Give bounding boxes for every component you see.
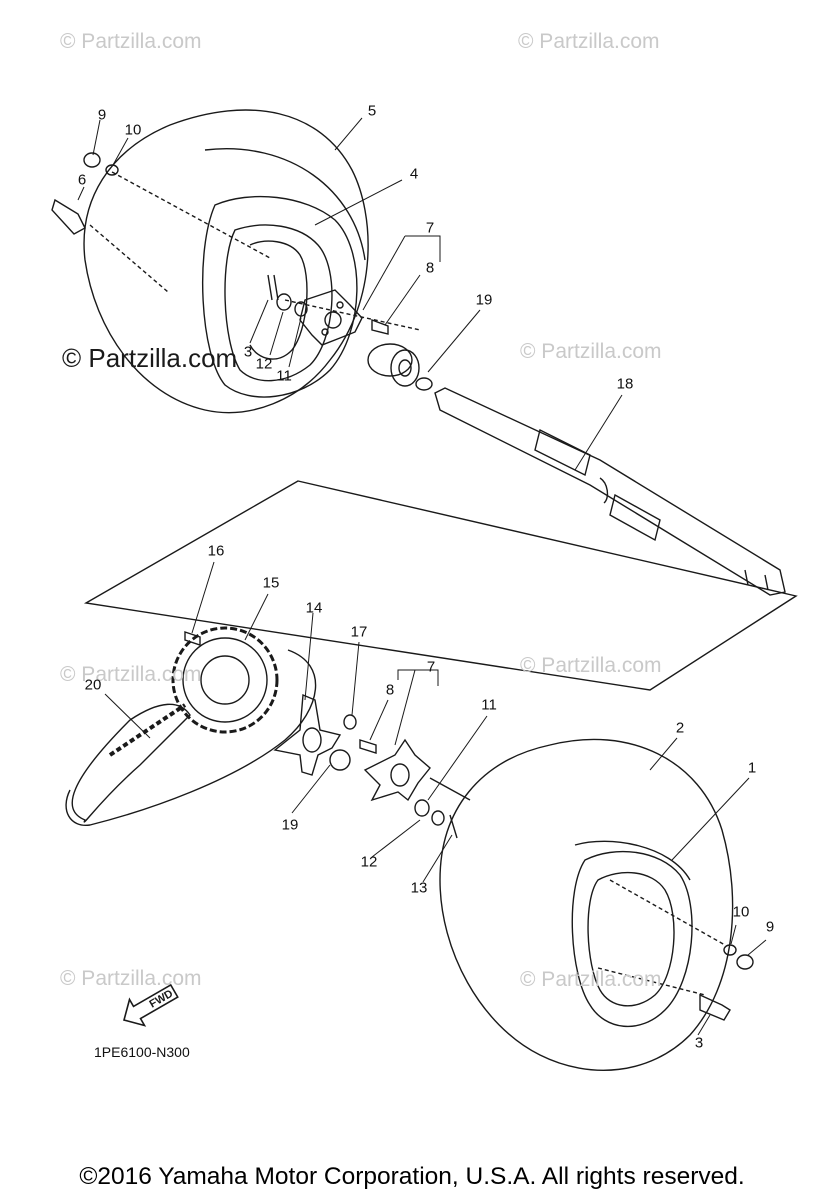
forward-arrow-icon (123, 983, 179, 1027)
watermark: © Partzilla.com (518, 30, 660, 53)
watermark: © Partzilla.com (60, 30, 202, 53)
upper-rear-tire (83, 109, 369, 414)
callout-label: 3 (243, 343, 253, 361)
callout-label: 9 (97, 106, 107, 124)
watermark: © Partzilla.com (520, 340, 662, 363)
leader-lines (77, 117, 767, 1036)
copyright-notice: ©2016 Yamaha Motor Corporation, U.S.A. A… (79, 1163, 745, 1190)
lower-axis-line (429, 777, 471, 801)
callout-label: 19 (281, 816, 299, 834)
callout-label: 7 (426, 658, 436, 676)
callout-label: 2 (675, 719, 685, 737)
sprocket-hub (273, 693, 351, 776)
callout-label: 12 (255, 355, 273, 373)
callout-label: 5 (367, 102, 377, 120)
callout-label: 12 (360, 853, 378, 871)
drive-chain (65, 649, 317, 826)
guide-lines-upper (89, 171, 421, 331)
callout-label: 13 (410, 879, 428, 897)
callout-label: 11 (481, 696, 497, 714)
callout-label: 17 (350, 623, 368, 641)
callout-label: 4 (409, 165, 419, 183)
callout-label: 18 (616, 375, 634, 393)
lower-stud-nut (699, 944, 754, 1021)
callout-label: 20 (84, 676, 102, 694)
watermark: © Partzilla.com (520, 654, 662, 677)
callout-label: 3 (694, 1034, 704, 1052)
callout-label: 15 (262, 574, 280, 592)
callout-label: 1 (747, 759, 757, 777)
watermark-prominent: © Partzilla.com (62, 343, 238, 373)
callout-label: 8 (425, 259, 435, 277)
assembly-outline (83, 480, 798, 691)
callout-label: 7 (425, 219, 435, 237)
callout-label: 16 (207, 542, 225, 560)
callout-label: 14 (305, 599, 323, 617)
rear-axle (434, 387, 786, 596)
sprocket (171, 626, 279, 734)
guide-lines-lower (597, 879, 726, 996)
upper-stud (51, 152, 119, 235)
diagram-code: 1PE6100-N300 (94, 1044, 190, 1060)
upper-small-parts (267, 274, 433, 391)
callout-label: 19 (475, 291, 493, 309)
lower-small-parts (184, 631, 458, 839)
callout-label: 10 (732, 903, 750, 921)
upper-bearing-carrier (367, 343, 420, 387)
lower-rear-tire (439, 738, 734, 1071)
callout-label: 6 (77, 171, 87, 189)
lower-hub (363, 738, 431, 802)
upper-hub (299, 289, 363, 346)
watermark: © Partzilla.com (60, 663, 202, 686)
watermark: © Partzilla.com (60, 967, 202, 990)
watermark: © Partzilla.com (520, 968, 662, 991)
callout-label: 10 (124, 121, 142, 139)
callout-label: 9 (765, 918, 775, 936)
callout-label: 8 (385, 681, 395, 699)
callout-label: 11 (276, 367, 292, 385)
